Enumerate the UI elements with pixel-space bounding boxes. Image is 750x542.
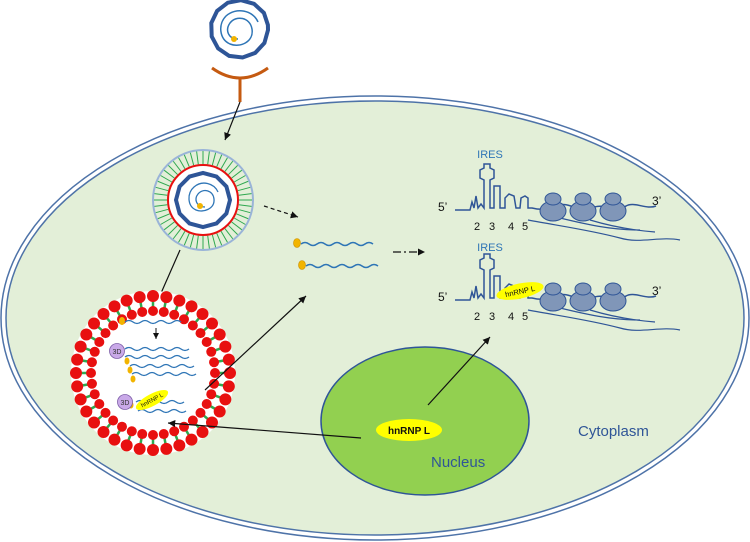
- ires-label-bottom: IRES: [477, 242, 503, 254]
- ires-structure-top: IRES 5’ 3’ 2 3 4 5: [438, 149, 681, 241]
- five-prime-top: 5’: [438, 200, 447, 214]
- rna-strand-2: [305, 263, 379, 269]
- hnrnpl-nucleus-label: hnRNP L: [388, 426, 430, 437]
- virus-rna-coil: [220, 10, 259, 46]
- domain-3-top: 3: [489, 221, 495, 233]
- replication-vesicle: 3D 3D hnRNP L: [70, 290, 236, 456]
- polymerase-3d-a: [109, 343, 125, 359]
- domain-5-top: 5: [522, 221, 528, 233]
- five-prime-bottom: 5’: [438, 290, 447, 304]
- ires-structure-bottom: IRES 5’ 3’ 2 3 4 5 hnRNP L: [438, 242, 681, 331]
- domain-2-bottom: 2: [474, 311, 480, 323]
- hnrnpl-replication-badge: [135, 390, 169, 410]
- nucleus-to-vesicle-arrow: [167, 419, 362, 439]
- cell-membrane-outer: [0, 95, 750, 541]
- domain-2-top: 2: [474, 221, 480, 233]
- nucleus-label: Nucleus: [431, 454, 485, 471]
- domain-4-top: 4: [508, 221, 514, 233]
- domain-3-bottom: 3: [489, 311, 495, 323]
- three-prime-top: 3’: [652, 194, 661, 208]
- polymerase-3d-b-label: 3D: [121, 400, 130, 407]
- hnrnpl-nucleus-badge: [376, 419, 442, 441]
- virus-vpg: [231, 36, 237, 42]
- ribosomes-top: [539, 192, 627, 222]
- nucleus-to-ires-arrow: [427, 336, 491, 406]
- virus-particle: [209, 0, 271, 60]
- endosome: [152, 149, 254, 251]
- virus-capsid: [209, 0, 271, 60]
- vesicle-to-rna-arrow: [204, 295, 307, 391]
- release-arrow: [263, 205, 299, 219]
- domain-4-bottom: 4: [508, 311, 514, 323]
- polymerase-3d-b: [117, 394, 133, 410]
- cytoplasm-label: Cytoplasm: [578, 423, 649, 440]
- hnrnpl-ires-badge: [496, 282, 544, 300]
- three-prime-bottom: 3’: [652, 284, 661, 298]
- domain-5-bottom: 5: [522, 311, 528, 323]
- released-rna: [293, 238, 379, 270]
- endosome-capsid: [173, 170, 233, 230]
- entry-arrow: [224, 101, 241, 141]
- ires-label-top: IRES: [477, 149, 503, 161]
- polymerase-3d-a-label: 3D: [113, 349, 122, 356]
- rna-strand-1: [300, 241, 374, 247]
- ribosomes-bottom: [539, 282, 627, 312]
- receptor: [211, 66, 269, 102]
